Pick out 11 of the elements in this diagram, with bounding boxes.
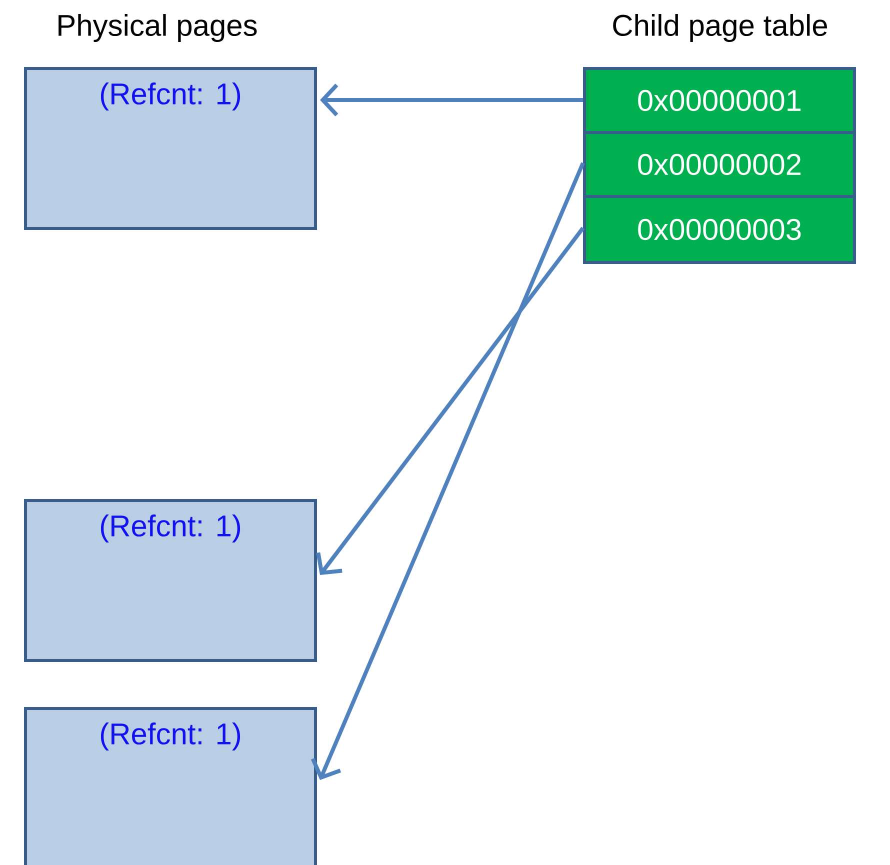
- arrow: [320, 84, 583, 116]
- table-entry: 0x00000002: [583, 131, 856, 198]
- heading: Child page table: [613, 14, 828, 42]
- page-box: (Refcnt: 1): [24, 707, 317, 865]
- heading: Physical pages: [58, 14, 257, 42]
- table-entry: 0x00000001: [583, 67, 856, 134]
- table-entry: 0x00000003: [583, 195, 856, 264]
- page-box: (Refcnt: 1): [24, 67, 317, 230]
- page-box: (Refcnt: 1): [24, 499, 317, 662]
- arrow: [310, 162, 585, 780]
- arrow: [316, 226, 585, 575]
